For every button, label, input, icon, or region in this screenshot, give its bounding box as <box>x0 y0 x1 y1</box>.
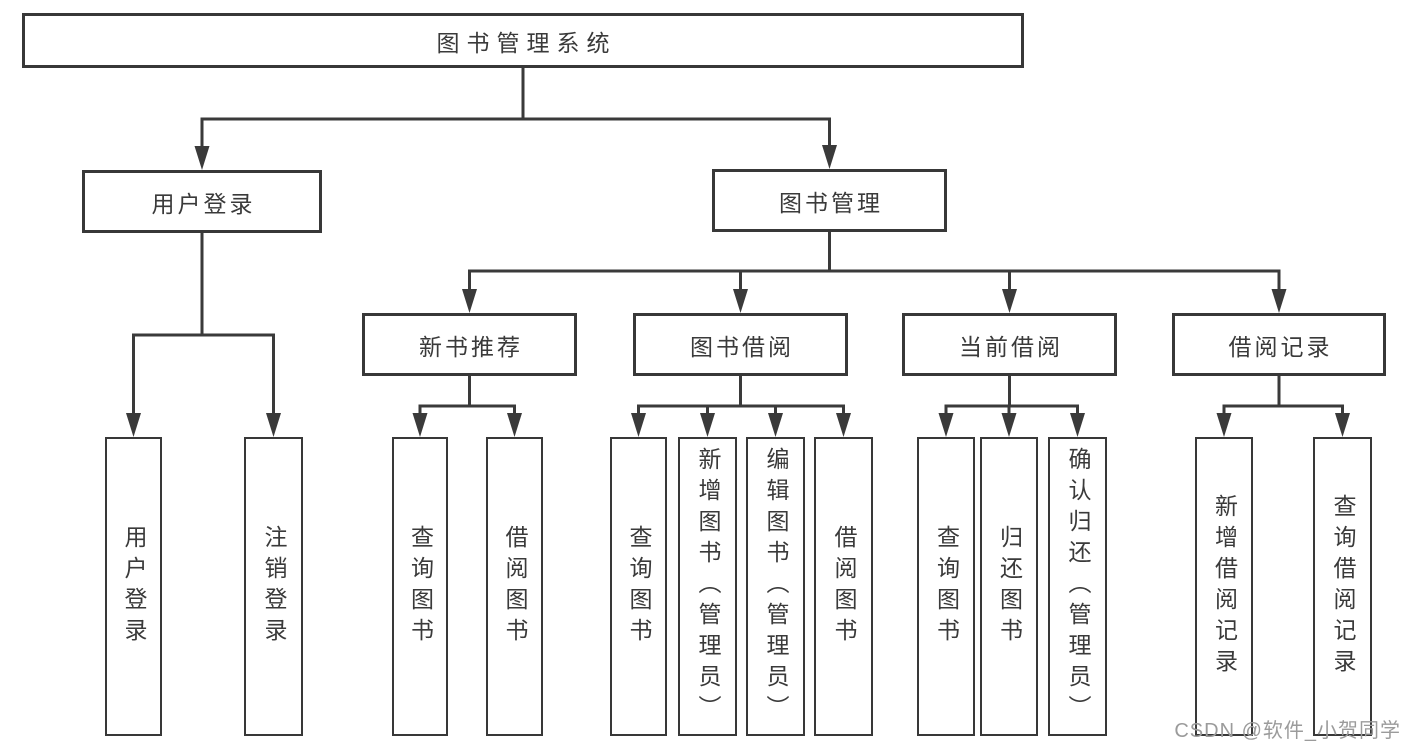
node-label: 新书推荐 <box>419 333 523 360</box>
node-book-management: 图书管理 <box>712 169 947 232</box>
node-label: 图书管理 <box>779 189 883 216</box>
node-borrowing-records: 借阅记录 <box>1172 313 1386 376</box>
leaf-query-borrow-record: 查询借阅记录 <box>1313 437 1372 736</box>
node-label: 确认归还（管理员） <box>1065 447 1091 726</box>
leaf-return-books: 归还图书 <box>980 437 1038 736</box>
node-label: 借阅记录 <box>1228 333 1333 360</box>
node-new-book-recommendation: 新书推荐 <box>362 313 577 376</box>
node-label: 查询图书 <box>626 524 652 649</box>
node-label: 新增借阅记录 <box>1211 493 1238 680</box>
node-label: 注销登录 <box>261 524 287 649</box>
leaf-user-login: 用户登录 <box>105 437 162 736</box>
node-label: 查询借阅记录 <box>1330 493 1356 680</box>
node-user-login: 用户登录 <box>82 170 322 233</box>
node-book-borrowing: 图书借阅 <box>633 313 848 376</box>
node-library-management-system: 图书管理系统 <box>22 13 1024 68</box>
node-label: 图书管理系统 <box>436 29 617 56</box>
node-label: 图书借阅 <box>690 333 794 360</box>
leaf-borrow-books: 借阅图书 <box>814 437 873 736</box>
node-label: 查询图书 <box>407 524 434 649</box>
leaf-query-books-borrow: 查询图书 <box>610 437 667 736</box>
leaf-borrow-books-recommend: 借阅图书 <box>486 437 543 736</box>
node-current-borrowing: 当前借阅 <box>902 313 1117 376</box>
leaf-add-books-admin: 新增图书（管理员） <box>678 437 737 736</box>
leaf-query-books-recommend: 查询图书 <box>392 437 448 736</box>
node-label: 当前借阅 <box>959 333 1063 360</box>
node-label: 归还图书 <box>996 524 1023 649</box>
node-label: 编辑图书（管理员） <box>763 447 789 726</box>
node-label: 查询图书 <box>933 524 960 649</box>
leaf-confirm-return-admin: 确认归还（管理员） <box>1048 437 1107 736</box>
leaf-add-borrow-record: 新增借阅记录 <box>1195 437 1253 736</box>
node-label: 新增图书（管理员） <box>695 447 721 726</box>
node-label: 用户登录 <box>151 190 256 217</box>
leaf-logout: 注销登录 <box>244 437 303 736</box>
leaf-query-books-current: 查询图书 <box>917 437 975 736</box>
node-label: 用户登录 <box>121 524 147 649</box>
leaf-edit-books-admin: 编辑图书（管理员） <box>746 437 805 736</box>
watermark: CSDN @软件_小贺同学 <box>1174 720 1401 742</box>
node-label: 借阅图书 <box>831 524 857 649</box>
node-label: 借阅图书 <box>502 524 528 649</box>
